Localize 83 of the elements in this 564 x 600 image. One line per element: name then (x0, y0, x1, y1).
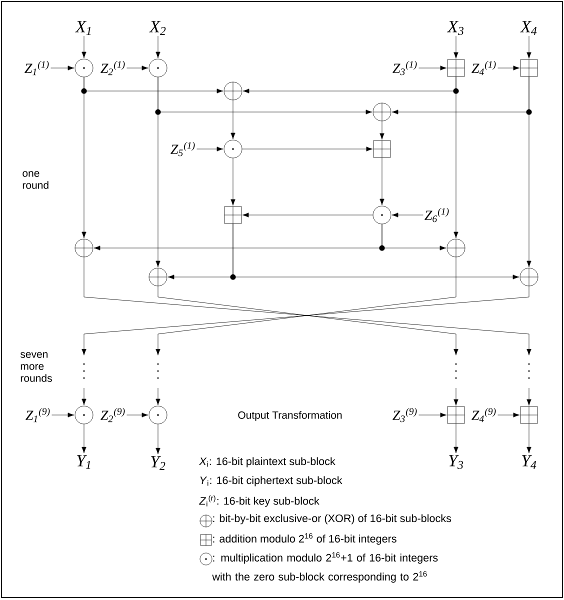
arrow (82, 286, 530, 356)
block-label: Y$_{3}$ (449, 455, 464, 469)
arrow (454, 424, 458, 454)
legend-text: Z$_{i}$$^{(r)}$: 16-bit key sub-block (199, 495, 320, 507)
xor-symbol (224, 82, 242, 100)
arrow (156, 388, 160, 406)
arrow (242, 212, 373, 218)
side-note: one round (22, 171, 48, 189)
key-label: Z$_{5}$(1) (170, 142, 195, 156)
key-label: Z$_{1}$(9) (26, 408, 50, 422)
arrow (454, 76, 458, 238)
arrow (526, 388, 532, 406)
arrow (84, 257, 532, 356)
arrow (158, 286, 458, 356)
arrow (454, 388, 458, 406)
xor-symbol (520, 268, 538, 286)
arrow (526, 424, 532, 454)
arrow (196, 146, 224, 152)
arrow (380, 121, 384, 140)
key-label: Z$_{4}$(1) (472, 60, 496, 76)
multiply-symbol (372, 206, 392, 224)
arrow (50, 66, 74, 70)
arrow (242, 146, 373, 152)
multiply-symbol (74, 406, 94, 424)
arrow (498, 412, 520, 418)
key-label: Z$_{1}$(1) (24, 60, 49, 76)
block-label: Y$_{1}$ (77, 455, 90, 469)
block-label: Y$_{2}$ (151, 456, 166, 470)
block-label: X$_{4}$ (520, 21, 537, 35)
arrow (454, 36, 458, 59)
section-title: Output Transformation (238, 411, 342, 421)
xor-symbol (446, 238, 466, 258)
block-label: X$_{1}$ (75, 21, 91, 35)
addition-symbol (520, 59, 538, 77)
arrow (52, 412, 74, 418)
xor-symbol (148, 268, 168, 286)
arrow (230, 100, 236, 140)
xor-symbol (74, 238, 94, 258)
arrow (82, 36, 86, 58)
arrow (526, 76, 532, 268)
addition-symbol (373, 140, 391, 158)
key-label: Z$_{3}$(9) (392, 408, 417, 422)
arrow (230, 158, 236, 206)
arrow (418, 66, 447, 70)
addition-symbol (224, 206, 242, 224)
arrow (526, 36, 532, 59)
addition-symbol (520, 406, 538, 424)
arrow (82, 77, 86, 238)
arrow (156, 257, 456, 356)
xor-symbol (372, 102, 392, 122)
side-note: seven more rounds (20, 352, 52, 382)
multiply-symbol (148, 406, 168, 424)
block-label: X$_{3}$ (447, 21, 464, 35)
arrow (232, 224, 520, 280)
arrow (156, 77, 160, 268)
arrow (380, 158, 384, 206)
block-label: X$_{2}$ (149, 21, 166, 35)
block-label: Y$_{4}$ (522, 455, 536, 469)
legend-text: : addition modulo 2$^{16}$ of 16-bit integers (213, 533, 396, 545)
arrow (126, 66, 148, 70)
addition-symbol (447, 59, 465, 77)
arrow (418, 412, 447, 418)
arrow (82, 424, 86, 454)
arrow (82, 388, 86, 406)
arrow (392, 212, 424, 218)
multiply-symbol (224, 140, 242, 158)
key-label: Z$_{2}$(1) (100, 60, 125, 76)
multiply-symbol (74, 58, 94, 78)
arrow (126, 412, 148, 418)
multiply-symbol (148, 58, 168, 78)
legend-text: Y$_{i}$: 16-bit ciphertext sub-block (200, 476, 342, 486)
arrow (498, 66, 520, 70)
legend-text: : multiplication modulo 2$^{16}$+1 of 16-bit integers with the zero sub-block corresponding to 2$^{16}$ (212, 552, 438, 583)
addition-symbol (447, 406, 465, 424)
arrow (156, 424, 160, 454)
key-label: Z$_{2}$(9) (100, 408, 125, 422)
arrow (156, 36, 160, 58)
key-label: Z$_{3}$(1) (392, 60, 417, 76)
key-label: Z$_{4}$(9) (472, 408, 496, 422)
key-label: Z$_{6}$(1) (424, 208, 449, 222)
arrow (382, 224, 446, 250)
legend-text: X$_{i}$: 16-bit plaintext sub-block (199, 457, 336, 468)
legend-text: : bit-by-bit exclusive-or (XOR) of 16-bit sub-blocks (213, 514, 452, 524)
